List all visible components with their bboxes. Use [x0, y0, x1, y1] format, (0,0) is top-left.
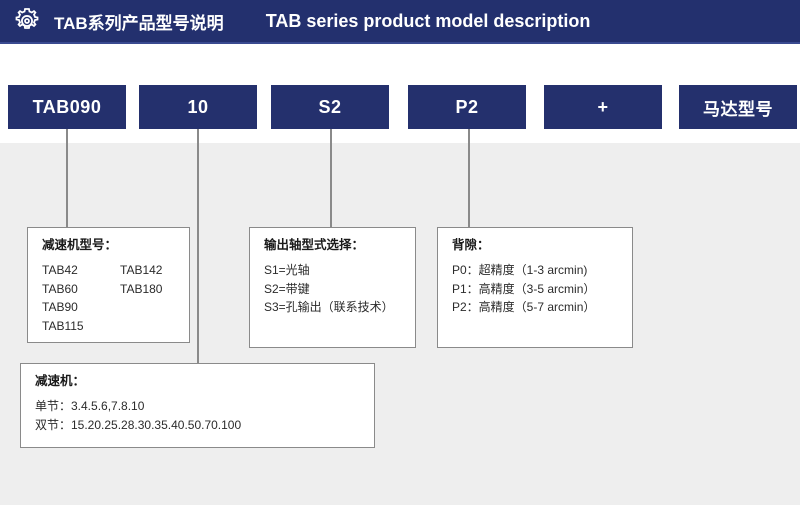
- list-item: TAB90: [42, 300, 78, 315]
- list-item: TAB180: [120, 281, 163, 296]
- callout-backlash-title: 背隙：: [452, 238, 490, 252]
- gearbox-model-column-right: TAB142 TAB180: [120, 261, 177, 335]
- list-item: P2：高精度（5-7 arcmin）: [452, 300, 596, 315]
- gearbox-model-column-left: TAB42 TAB60 TAB90 TAB115: [42, 261, 120, 335]
- connector-line-backlash: [468, 129, 470, 227]
- code-segment-backlash[interactable]: P2: [408, 85, 526, 129]
- connector-line-ratio: [197, 129, 199, 363]
- list-item: S1=光轴: [264, 263, 310, 277]
- list-item: TAB42: [42, 263, 78, 277]
- code-segment-output-shaft[interactable]: S2: [271, 85, 389, 129]
- list-item: S2=带键: [264, 281, 310, 296]
- code-segment-motor-model[interactable]: 马达型号: [679, 85, 797, 129]
- callout-ratio-title: 减速机：: [35, 374, 86, 388]
- connector-line-gearbox-model: [66, 129, 68, 227]
- callout-gearbox-model: 减速机型号： TAB42 TAB60 TAB90 TAB115 TAB142 T…: [27, 227, 190, 343]
- callout-gearbox-model-columns: TAB42 TAB60 TAB90 TAB115 TAB142 TAB180: [42, 261, 177, 335]
- list-item: S3=孔输出（联系技术）: [264, 300, 394, 315]
- list-item: P0：超精度（1-3 arcmin): [452, 263, 588, 277]
- header-title-en: TAB series product model description: [265, 10, 591, 31]
- callout-backlash: 背隙： P0：超精度（1-3 arcmin) P1：高精度（3-5 arcmin…: [437, 227, 633, 348]
- code-segment-ratio[interactable]: 10: [139, 85, 257, 129]
- connector-line-output-shaft: [330, 129, 332, 227]
- callout-ratio: 减速机： 单节：3.4.5.6,7.8.10 双节：15.20.25.28.30…: [20, 363, 375, 448]
- code-segment-gearbox-model[interactable]: TAB090: [8, 85, 126, 129]
- callout-output-shaft: 输出轴型式选择： S1=光轴 S2=带键 S3=孔输出（联系技术）: [249, 227, 416, 348]
- callout-output-shaft-title: 输出轴型式选择：: [264, 238, 365, 252]
- list-item: 双节：15.20.25.28.30.35.40.50.70.100: [35, 417, 242, 432]
- list-item: 单节：3.4.5.6,7.8.10: [35, 399, 145, 413]
- callout-gearbox-model-title: 减速机型号：: [42, 238, 118, 252]
- list-item: TAB142: [120, 263, 163, 277]
- page-header: TAB系列产品型号说明 TAB series product model des…: [0, 0, 800, 44]
- gear-icon: [12, 6, 42, 36]
- list-item: TAB60: [42, 281, 78, 296]
- header-title-cn: TAB系列产品型号说明: [54, 13, 224, 33]
- code-segment-plus[interactable]: +: [544, 85, 662, 129]
- list-item: P1：高精度（3-5 arcmin）: [452, 281, 596, 296]
- list-item: TAB115: [42, 318, 84, 333]
